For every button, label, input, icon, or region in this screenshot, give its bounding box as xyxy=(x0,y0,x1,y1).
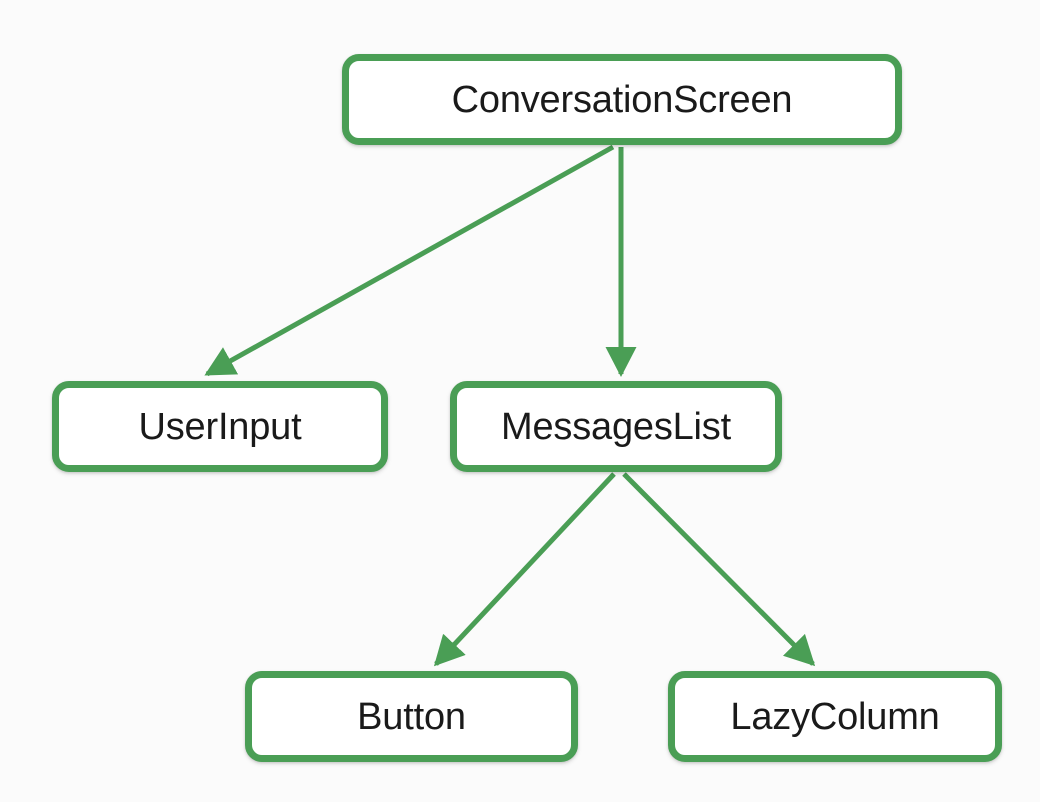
node-messageslist[interactable]: MessagesList xyxy=(450,381,782,472)
node-label: MessagesList xyxy=(501,405,731,448)
node-button[interactable]: Button xyxy=(245,671,578,762)
edge-messageslist-lazycolumn xyxy=(622,472,816,667)
edge-conversationscreen-userinput xyxy=(204,144,615,377)
edge-messageslist-button xyxy=(433,472,616,667)
node-label: UserInput xyxy=(138,405,302,448)
node-label: LazyColumn xyxy=(730,695,940,738)
node-conversationscreen[interactable]: ConversationScreen xyxy=(342,54,902,145)
node-label: ConversationScreen xyxy=(451,78,793,121)
node-userinput[interactable]: UserInput xyxy=(52,381,388,472)
node-label: Button xyxy=(357,695,466,738)
node-lazycolumn[interactable]: LazyColumn xyxy=(668,671,1002,762)
